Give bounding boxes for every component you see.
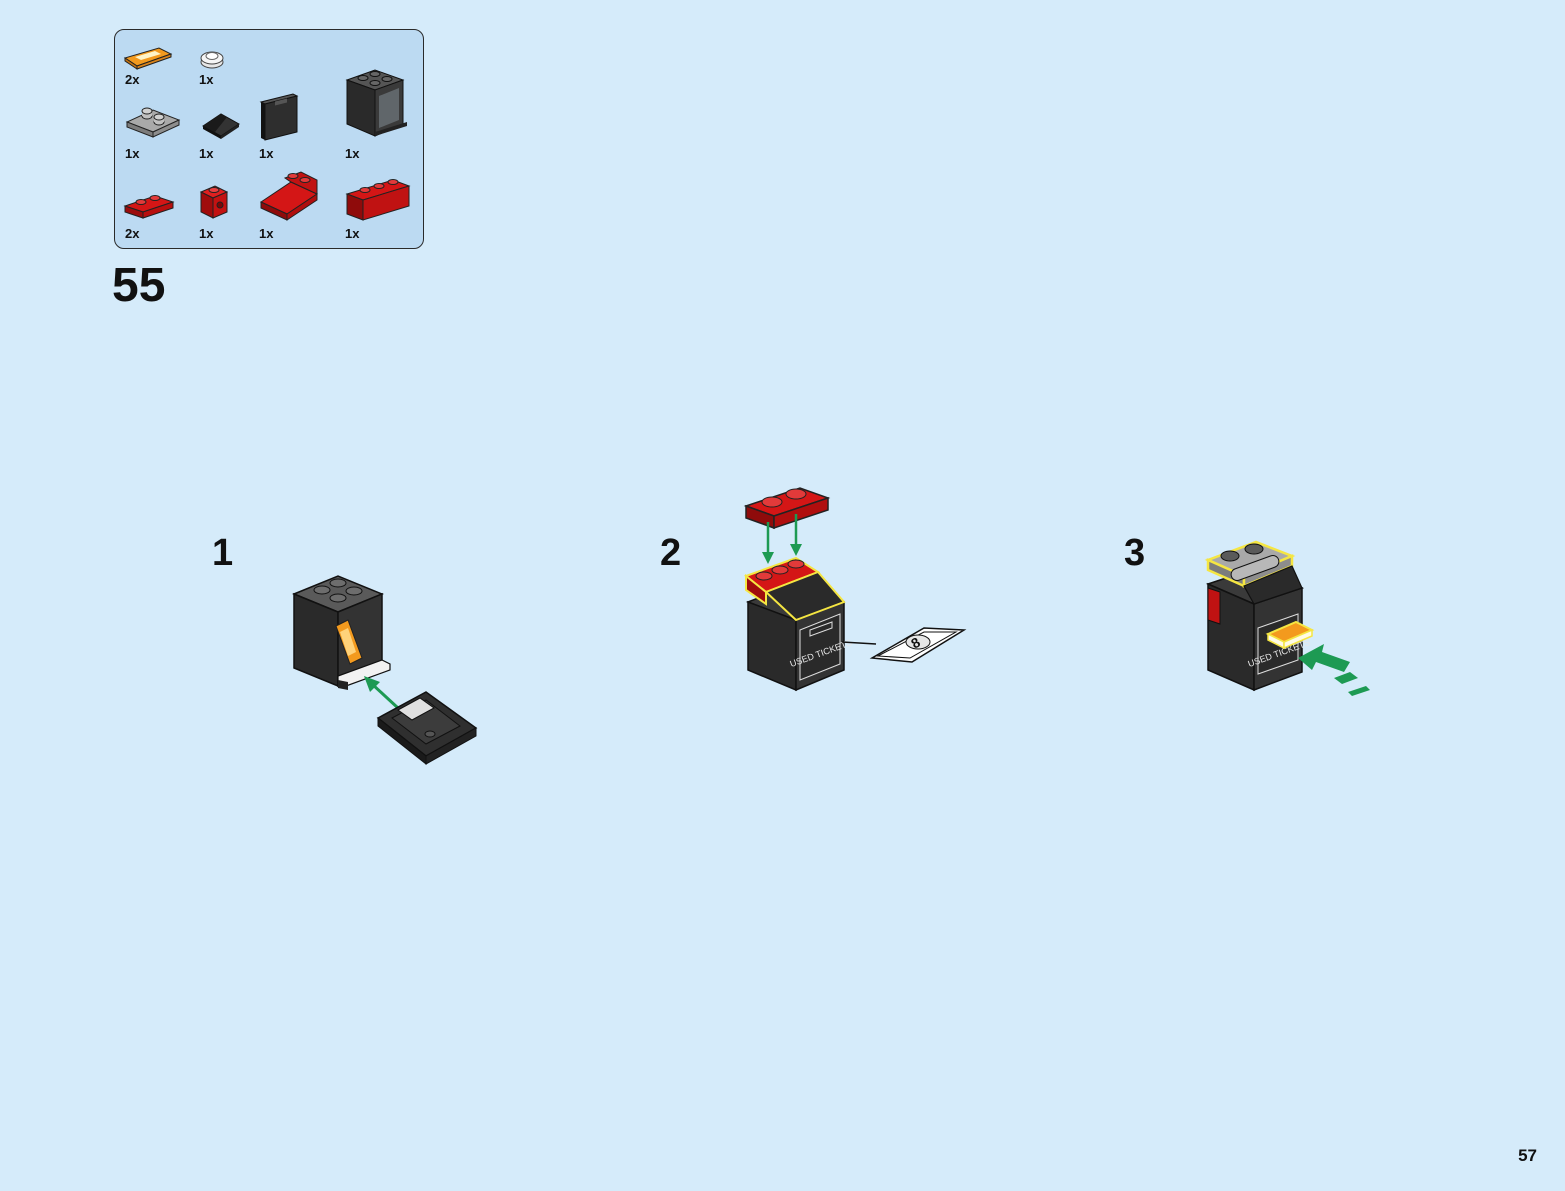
slope-assembly-icon: USED TICKETS 8 <box>743 487 967 692</box>
part-qty: 1x <box>199 146 214 161</box>
part-qty: 1x <box>199 226 214 241</box>
step-number: 55 <box>112 259 166 312</box>
part-qty: 1x <box>345 146 360 161</box>
substep-number: 2 <box>660 532 682 574</box>
part-qty: 1x <box>259 226 274 241</box>
part-qty: 1x <box>199 72 214 87</box>
substep-number: 1 <box>212 532 234 574</box>
page-number: 57 <box>1518 1146 1537 1165</box>
part-qty: 1x <box>345 226 360 241</box>
red-brick-long-icon <box>345 179 411 221</box>
ticket-tile-icon <box>123 47 173 70</box>
parts-list-box: 2x 1x 1x 1x 1x <box>114 29 424 249</box>
red-plate-icon <box>123 195 175 219</box>
black-container-icon <box>345 69 407 137</box>
red-brick-icon <box>199 185 229 219</box>
red-slope-icon <box>259 171 319 221</box>
part-qty: 2x <box>125 72 140 87</box>
part-qty: 1x <box>259 146 274 161</box>
grey-plate-icon <box>125 107 181 138</box>
round-plate-icon <box>200 51 224 69</box>
substep-number: 3 <box>1124 532 1146 574</box>
black-panel-icon <box>259 93 299 141</box>
final-assembly-icon: USED TICKETS <box>1204 540 1370 696</box>
container-assembly-icon <box>292 575 478 766</box>
part-qty: 1x <box>125 146 140 161</box>
black-slope-icon <box>202 113 240 139</box>
part-qty: 2x <box>125 226 140 241</box>
